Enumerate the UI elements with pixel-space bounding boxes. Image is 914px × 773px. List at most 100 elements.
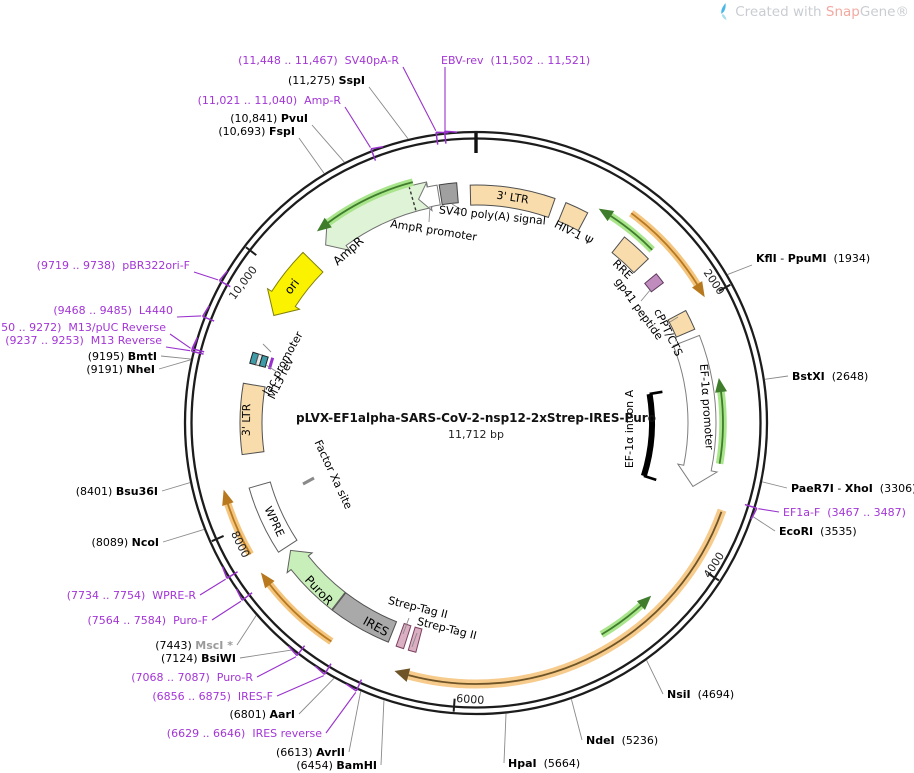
- enzyme-label-ndei[interactable]: NdeI (5236): [586, 734, 658, 747]
- leader-ndei: [570, 698, 583, 741]
- primer-site-mark-m13-reverse: [191, 350, 204, 355]
- primer-site-mark-sv40pa-r: [435, 132, 439, 145]
- enzyme-label-ecori[interactable]: EcoRI (3535): [779, 525, 857, 538]
- leader-sv40-polya-label: [451, 203, 463, 211]
- gene-arc-head-nsp12-2xstrep: [394, 668, 411, 682]
- feature-cppt-cts[interactable]: [667, 309, 696, 338]
- orf-arrow-head-orf-2: [598, 208, 615, 222]
- leader-l4440: [176, 315, 202, 318]
- orf-arrow-head-orf-5: [222, 489, 234, 506]
- enzyme-label-bsiwi[interactable]: (7124) BsiWI: [161, 652, 236, 665]
- watermark-brand-gray: Gene®: [859, 3, 909, 20]
- scale-tick-8000: [211, 534, 225, 543]
- feature-ires[interactable]: [331, 592, 398, 643]
- feature-ef1a-promoter[interactable]: [672, 334, 719, 488]
- leader-bstxi: [764, 375, 789, 380]
- leader-sv40pa-r: [402, 66, 437, 132]
- primer-site-foot-pbr322ori-f: [218, 270, 228, 282]
- 3ltr-left-label[interactable]: 3' LTR: [240, 403, 254, 436]
- factor-xa-label[interactable]: Factor Xa site: [311, 438, 354, 512]
- feature-ampr-promoter[interactable]: [417, 181, 441, 212]
- feature-gp41-peptide[interactable]: [644, 273, 665, 293]
- enzyme-label-bstxi[interactable]: BstXI (2648): [792, 370, 868, 383]
- leader-bsiwi: [239, 649, 293, 659]
- 3ltr-top-label[interactable]: 3' LTR: [495, 189, 529, 207]
- primer-label-l4440[interactable]: (9468 .. 9485) L4440: [53, 304, 173, 317]
- ef1a-intron-label[interactable]: EF-1α intron A: [623, 389, 636, 468]
- leader-pvui: [311, 124, 345, 163]
- feature-sv40-polya[interactable]: [438, 182, 459, 206]
- primer-label-ebv-rev[interactable]: EBV-rev (11,502 .. 11,521): [441, 54, 590, 67]
- primer-label-pbr322ori-f[interactable]: (9719 .. 9738) pBR322ori-F: [37, 259, 190, 272]
- feature-hiv1-psi[interactable]: [557, 201, 589, 232]
- scale-tick-10,000: [245, 246, 257, 256]
- enzyme-label-pvui[interactable]: (10,841) PvuI: [230, 112, 308, 125]
- enzyme-label-msci[interactable]: (7443) MscI *: [155, 639, 233, 652]
- enzyme-label-ncoi[interactable]: (8089) NcoI: [92, 536, 159, 549]
- leader-m13-puc-reverse: [169, 333, 191, 349]
- enzyme-label-fspi[interactable]: (10,693) FspI: [218, 125, 295, 138]
- leader-bmti: [160, 355, 192, 360]
- primer-site-mark-m13-puc-reverse: [191, 347, 205, 353]
- primer-label-ires-f[interactable]: (6856 .. 6875) IRES-F: [152, 690, 273, 703]
- primer-label-m13-puc-reverse[interactable]: (9250 .. 9272) M13/pUC Reverse: [0, 321, 166, 334]
- leader-msci: [236, 615, 257, 646]
- primer-site-mark-ebv-rev: [443, 131, 447, 144]
- strep-tag-label-2[interactable]: Strep-Tag II: [416, 615, 478, 642]
- enzyme-label-avrii[interactable]: (6613) AvrII: [276, 746, 345, 759]
- enzyme-label-aari[interactable]: (6801) AarI: [229, 708, 295, 721]
- primer-label-puro-r[interactable]: (7068 .. 7087) Puro-R: [131, 671, 253, 684]
- leader-m13-rev-label: [265, 364, 278, 373]
- feature-3ltr-left[interactable]: [239, 382, 266, 456]
- enzyme-label-nhei[interactable]: (9191) NheI: [86, 363, 155, 376]
- leader-nhei: [158, 359, 192, 370]
- primer-site-mark-puro-f: [241, 592, 253, 601]
- snapgene-icon: [721, 3, 727, 20]
- primer-label-puro-f[interactable]: (7564 .. 7584) Puro-F: [88, 614, 208, 627]
- primer-label-wpre-r[interactable]: (7734 .. 7754) WPRE-R: [67, 589, 197, 602]
- enzyme-label-paer7i-xhoi[interactable]: PaeR7I - XhoI (3306): [791, 482, 914, 495]
- orf-arrow-head-orf-1: [692, 281, 705, 298]
- primer-site-foot-sv40pa-r: [435, 131, 449, 134]
- ampr-promoter-label[interactable]: AmpR promoter: [389, 217, 478, 244]
- leader-fspi: [298, 137, 325, 174]
- enzyme-label-nsii[interactable]: NsiI (4694): [667, 688, 734, 701]
- feature-strep-tag-2[interactable]: [395, 622, 412, 650]
- watermark-prefix: Created with: [735, 3, 826, 20]
- gene-arc-band-nsp12-2xstrep[interactable]: [405, 508, 727, 689]
- watermark-brand-red: Snap: [825, 3, 860, 20]
- gene-arc-line-nsp12-2xstrep: [408, 511, 723, 685]
- enzyme-label-bamhi[interactable]: (6454) BamHI: [296, 759, 377, 772]
- feature-strep-tag-1[interactable]: [407, 626, 423, 653]
- enzyme-label-bmti[interactable]: (9195) BmtI: [88, 350, 157, 363]
- leader-ecori: [752, 516, 776, 532]
- primer-label-amp-r[interactable]: (11,021 .. 11,040) Amp-R: [198, 94, 342, 107]
- feature-puror[interactable]: [286, 549, 346, 611]
- primer-label-sv40pa-r[interactable]: (11,448 .. 11,467) SV40pA-R: [238, 54, 399, 67]
- intron-arc-ef1a-intron-a[interactable]: [640, 393, 655, 477]
- enzyme-label-bsu36i[interactable]: (8401) Bsu36I: [76, 485, 158, 498]
- leader-strep-tag-label-2: [411, 632, 418, 648]
- primer-site-mark-l4440: [202, 315, 215, 322]
- primer-site-mark-wpre-r: [226, 571, 238, 579]
- ef1a-promoter-label[interactable]: EF-1α promoter: [697, 363, 716, 450]
- leader-avrii: [348, 691, 362, 753]
- leader-ncoi: [162, 528, 205, 543]
- primer-site-foot-m13-reverse: [190, 339, 198, 352]
- leader-sspi: [368, 86, 409, 140]
- enzyme-label-hpai[interactable]: HpaI (5664): [508, 757, 580, 770]
- primer-label-m13-reverse[interactable]: (9237 .. 9253) M13 Reverse: [5, 334, 162, 347]
- leader-strep-tag-label-1: [402, 617, 410, 635]
- m13-rev-primer-mark: [267, 357, 275, 370]
- enzyme-label-sspi[interactable]: (11,275) SspI: [288, 74, 365, 87]
- intron-bracket-1: [643, 474, 657, 482]
- feature-rre[interactable]: [611, 236, 650, 274]
- primer-label-ef1a-f[interactable]: EF1a-F (3467 .. 3487): [783, 506, 906, 519]
- primer-label-ires-reverse[interactable]: (6629 .. 6646) IRES reverse: [167, 727, 322, 740]
- feature-ori[interactable]: [266, 251, 324, 317]
- feature-wpre[interactable]: [248, 481, 298, 553]
- feature-3ltr-top[interactable]: [469, 184, 556, 219]
- feature-lac-promoter-inner[interactable]: [258, 354, 269, 368]
- enzyme-label-kfli-ppumi[interactable]: KflI - PpuMI (1934): [756, 252, 870, 265]
- orf-arrow-line-orf-3: [718, 390, 724, 464]
